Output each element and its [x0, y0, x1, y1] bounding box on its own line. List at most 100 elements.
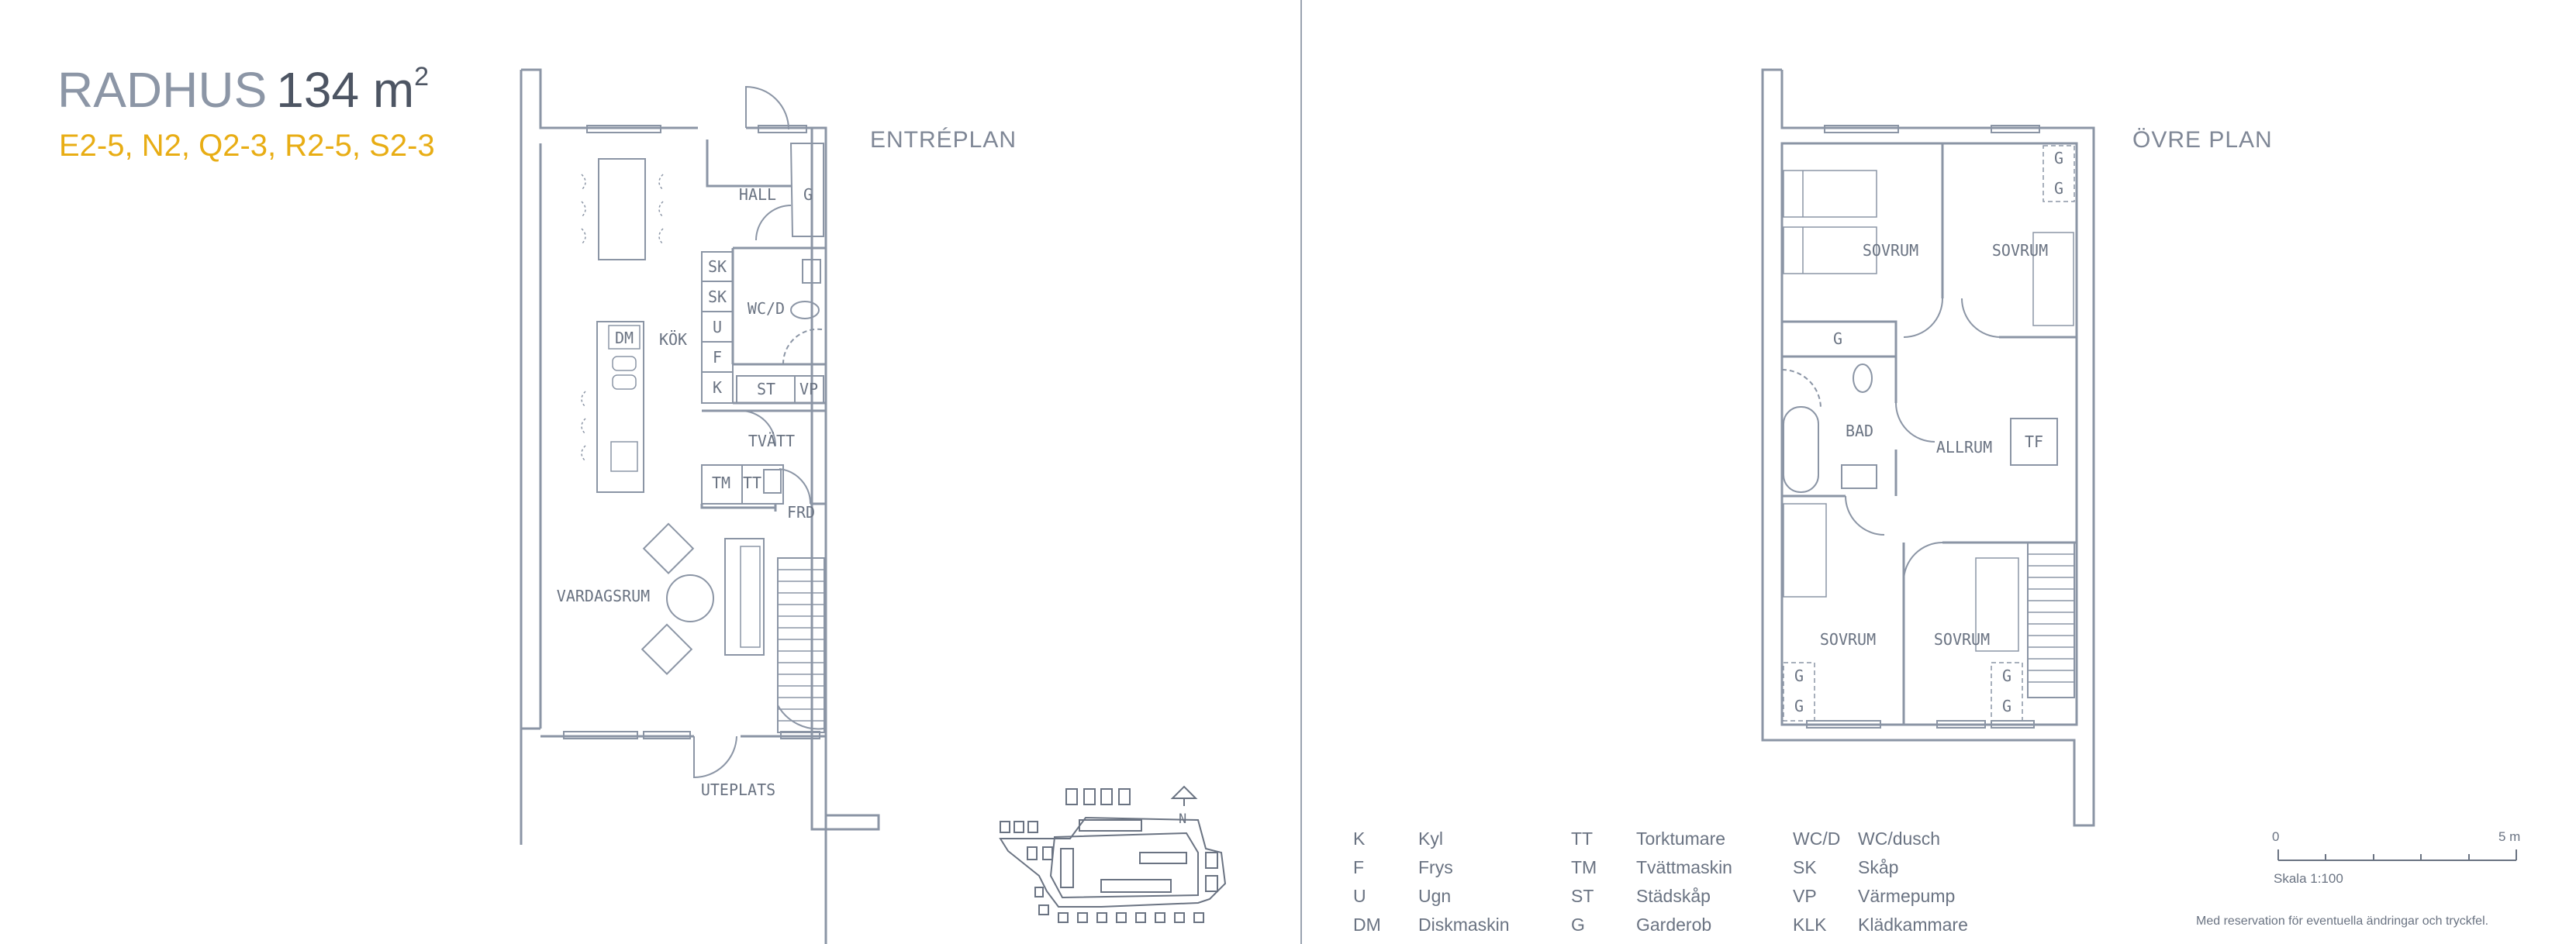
legend-text: Klädkammare — [1858, 915, 1968, 935]
upper-top-wall — [1780, 70, 2073, 129]
site-house-5 — [1083, 788, 1096, 805]
frd-walls — [774, 502, 826, 512]
ground-wall-right — [746, 126, 880, 831]
wc-sink — [802, 259, 821, 284]
legend-abbr: K — [1353, 829, 1366, 849]
laundry-sink — [763, 469, 782, 494]
legend-text: Städskåp — [1636, 886, 1711, 906]
island-sink-1 — [612, 356, 637, 371]
room-sovrum-4: SOVRUM — [1934, 630, 1990, 649]
site-row-2 — [1139, 852, 1187, 864]
legend-text: Ugn — [1418, 886, 1452, 906]
label-g-bl1: G — [1794, 667, 1804, 685]
wc-toilet — [790, 301, 820, 319]
house-type: RADHUS — [57, 62, 268, 118]
site-house-2 — [1013, 821, 1024, 833]
label-sk-1: SK — [708, 257, 727, 276]
armchair-2 — [641, 623, 693, 675]
upper-floor-plan — [1761, 68, 2095, 827]
room-sovrum-2: SOVRUM — [1992, 241, 2048, 260]
legend-text: Garderob — [1636, 915, 1712, 935]
window-bottom-1 — [563, 731, 638, 739]
disclaimer: Med reservation för eventuella ändringar… — [2196, 915, 2489, 928]
island-hob — [610, 441, 638, 472]
door-bed2 — [1961, 298, 2001, 338]
label-sk-2: SK — [708, 288, 727, 306]
room-bad: BAD — [1846, 422, 1873, 440]
door-bed4 — [1903, 542, 1943, 582]
legend-row: KLK Klädkammare — [1793, 911, 1968, 939]
bed-1b — [1783, 226, 1877, 274]
legend-abbr: TM — [1571, 857, 1597, 877]
room-frd: FRD — [787, 503, 815, 522]
label-g-bl2: G — [1794, 697, 1804, 715]
legend-abbr: WC/D — [1793, 829, 1841, 849]
laundry-wall-bottom — [700, 504, 775, 509]
legend-text: Torktumare — [1636, 829, 1726, 849]
room-vardagsrum: VARDAGSRUM — [557, 587, 650, 605]
room-sovrum-3: SOVRUM — [1820, 630, 1876, 649]
room-tvatt: TVÄTT — [748, 432, 795, 450]
label-f: F — [713, 348, 722, 367]
ground-floor-plan — [520, 68, 880, 944]
legend-abbr: ST — [1571, 886, 1594, 906]
upper-window-top-2 — [1991, 125, 2040, 133]
room-wcd: WC/D — [748, 299, 785, 318]
site-house-6 — [1100, 788, 1113, 805]
label-u: U — [713, 318, 722, 336]
upper-inner-wall — [1780, 142, 2078, 726]
site-house-11 — [1205, 875, 1218, 892]
legend-text: Skåp — [1858, 857, 1899, 877]
site-row-4 — [1060, 848, 1074, 888]
dining-chairs — [581, 174, 664, 245]
legend-abbr: F — [1353, 857, 1365, 877]
room-kok: KÖK — [659, 330, 687, 349]
bed-1a — [1783, 170, 1877, 218]
room-g-hall: G — [803, 185, 813, 204]
area-superscript: 2 — [414, 62, 430, 91]
entrance-door — [745, 85, 789, 130]
page-divider — [1300, 0, 1302, 944]
label-dm: DM — [615, 329, 634, 347]
terrace-door — [693, 736, 737, 779]
door-bath — [1895, 402, 1935, 443]
wc-shower-arc — [782, 328, 823, 365]
site-inner-road — [1049, 832, 1199, 899]
bed-2 — [2032, 232, 2074, 326]
sofa-seat — [740, 546, 761, 648]
compass-label: N — [1179, 811, 1186, 827]
upper-floor-labels: SOVRUM SOVRUM G G G BAD ALLRUM TF SOVRUM… — [1794, 149, 2063, 715]
ground-wall-top-left — [521, 68, 698, 129]
site-house-10 — [1205, 852, 1218, 869]
dining-table — [598, 158, 646, 260]
ground-plan-title: ENTRÉPLAN — [870, 127, 1017, 153]
bed-3 — [1783, 503, 1827, 598]
scale-end: 5 m — [2498, 829, 2521, 844]
upper-outer-wall — [1761, 68, 2095, 827]
unit-list: E2-5, N2, Q2-3, R2-5, S2-3 — [59, 129, 435, 163]
legend-abbr: KLK — [1793, 915, 1827, 935]
stair-curve — [777, 705, 825, 730]
legend-text: Diskmaskin — [1418, 915, 1510, 935]
upper-window-bottom-1 — [1806, 720, 1881, 729]
label-st: ST — [757, 380, 775, 398]
label-tt: TT — [743, 474, 761, 492]
upper-closet — [1781, 321, 1897, 357]
legend-row: ST Städskåp — [1571, 882, 1732, 911]
door-bed1 — [1903, 298, 1943, 338]
stair-treads — [778, 569, 824, 722]
label-g-tr1: G — [2054, 149, 2063, 167]
hall-wardrobe — [789, 143, 824, 237]
laundry-door-arc — [740, 410, 776, 446]
upper-wardrobes — [1783, 145, 2075, 722]
site-house-1 — [1000, 821, 1010, 833]
island-sink-2 — [612, 374, 637, 390]
hall-door-arc — [755, 205, 792, 241]
island-stools — [581, 391, 586, 462]
